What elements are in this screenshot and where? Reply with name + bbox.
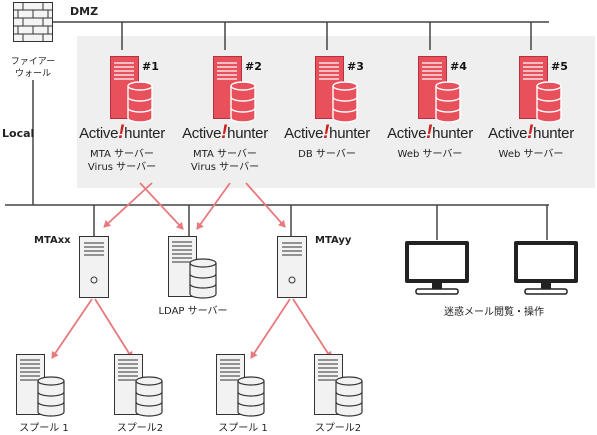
activehunter-logo: Active!hunter: [182, 122, 268, 143]
mtayy-label: MTAyy: [315, 235, 352, 246]
dmz-label: DMZ: [70, 5, 99, 18]
activehunter-logo: Active!hunter: [387, 122, 473, 143]
arrow-1-mtaxx: [103, 182, 153, 228]
arrow-2-mtayy: [245, 182, 286, 228]
server-role-label: Virus サーバー: [190, 162, 260, 173]
clients-label: 迷惑メール閲覧・操作: [444, 307, 544, 318]
server-number-tag: #2: [245, 60, 262, 73]
spool1-label-a: スプール 1: [19, 423, 69, 434]
server-db-icon: [519, 56, 562, 123]
spool2-label-b: スプール2: [314, 423, 362, 434]
firewall-icon: [13, 2, 53, 42]
firewall-label-1: ファイアー: [10, 57, 56, 67]
server-role-label: DB サーバー: [298, 149, 356, 160]
server-number-tag: #4: [450, 60, 467, 73]
mtaxx-label: MTAxx: [34, 235, 71, 246]
client-monitor-icon: [405, 241, 469, 295]
local-label: Local: [2, 127, 35, 140]
server-role-label: Web サーバー: [498, 149, 564, 160]
spool1-icon: [16, 354, 65, 417]
server-role-label: Virus サーバー: [87, 162, 157, 173]
activehunter-logo: Active!hunter: [284, 122, 370, 143]
server-db-icon: [418, 56, 461, 123]
ldap-server-icon: [168, 236, 217, 299]
client-monitor-icon: [514, 241, 578, 295]
spool2-icon: [114, 354, 163, 417]
arrow-1-ldap: [139, 182, 184, 230]
server-db-icon: [110, 56, 153, 123]
arrow-2-ldap: [196, 182, 231, 230]
spool2-label-a: スプール2: [116, 423, 164, 434]
arrow-mtayy-spool2: [292, 298, 332, 359]
arrow-mtaxx-spool1: [51, 298, 93, 359]
server-role-label: MTA サーバー: [193, 149, 257, 160]
spool1-label-b: スプール 1: [218, 423, 268, 434]
server-role-label: Web サーバー: [397, 149, 463, 160]
spool1-icon: [216, 354, 265, 417]
server-number-tag: #3: [347, 60, 364, 73]
server-db-icon: [315, 56, 358, 123]
arrow-mtaxx-spool2: [94, 298, 133, 359]
mtayy-server-icon: [277, 236, 307, 298]
server-number-tag: #5: [551, 60, 568, 73]
spool2-icon: [314, 354, 363, 417]
arrow-mtayy-spool1: [250, 298, 291, 359]
activehunter-logo: Active!hunter: [488, 122, 574, 143]
server-role-label: MTA サーバー: [90, 149, 154, 160]
activehunter-logo: Active!hunter: [79, 122, 165, 143]
server-db-icon: [213, 56, 256, 123]
server-number-tag: #1: [142, 60, 159, 73]
firewall-label-2: ウォール: [14, 69, 52, 79]
mtaxx-server-icon: [79, 236, 109, 298]
ldap-label: LDAP サーバー: [158, 306, 228, 317]
